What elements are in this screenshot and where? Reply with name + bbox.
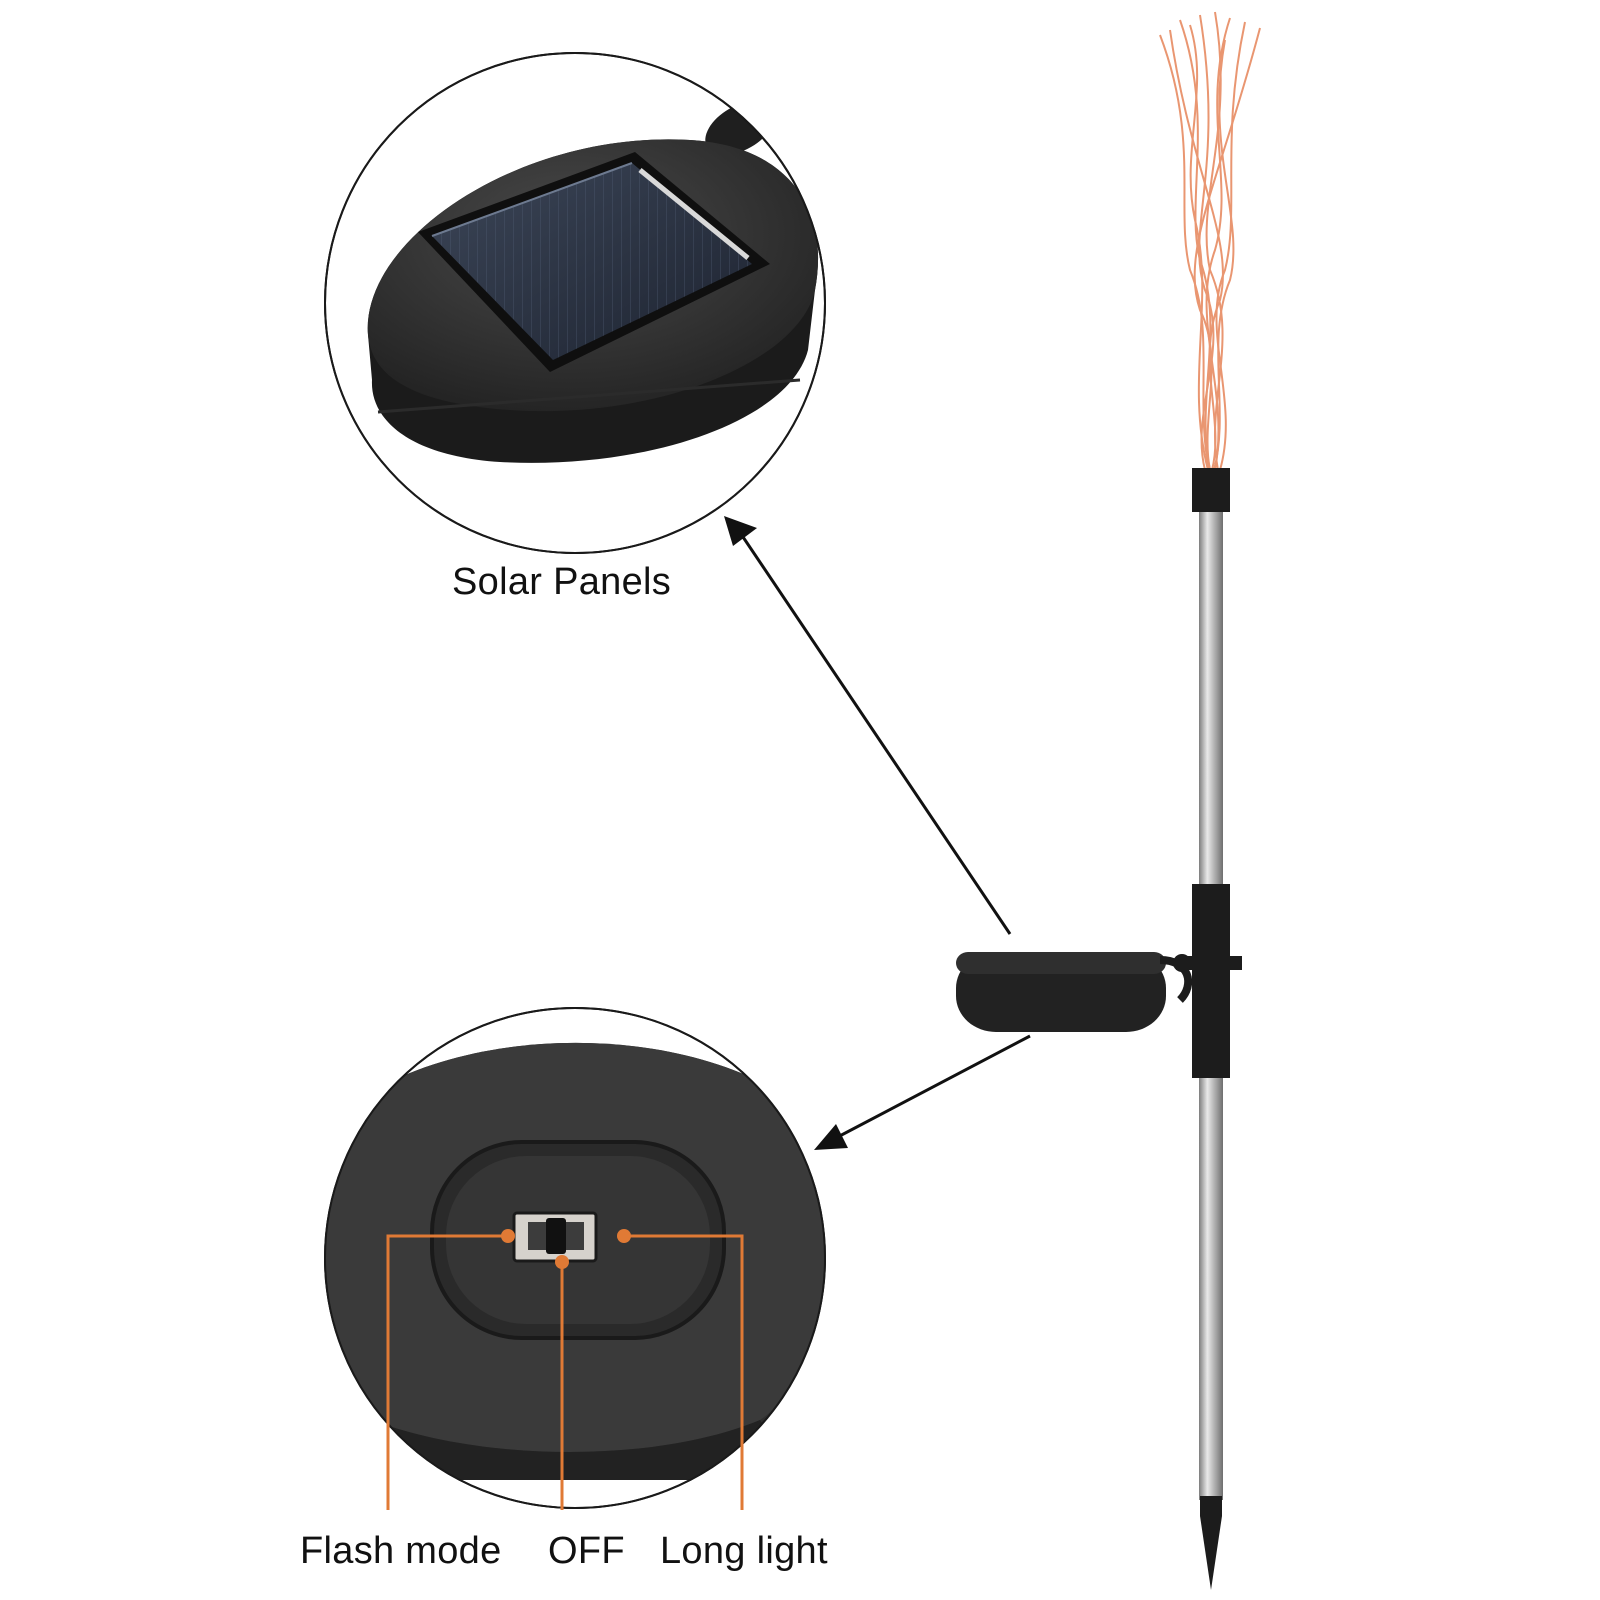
- long-light-dot: [617, 1229, 631, 1243]
- solar-panel-detail-circle: [324, 52, 826, 554]
- off-label: OFF: [548, 1530, 625, 1572]
- mode-switch-detail-circle: [324, 1007, 826, 1509]
- copper-wire-tuft: [1159, 11, 1261, 471]
- solar-panels-label: Solar Panels: [452, 561, 672, 603]
- long-light-label: Long light: [660, 1530, 828, 1572]
- solar-panel-arrow: [724, 516, 1012, 935]
- switch-callouts: [386, 1234, 744, 1510]
- switch-arrow: [814, 1034, 1031, 1150]
- flash-mode-callout: [386, 1234, 508, 1510]
- solar-stake-light: [956, 11, 1261, 1590]
- off-dot: [555, 1255, 569, 1269]
- long-light-callout: [624, 1234, 744, 1510]
- flash-mode-label: Flash mode: [300, 1530, 502, 1572]
- flash-mode-dot: [501, 1229, 515, 1243]
